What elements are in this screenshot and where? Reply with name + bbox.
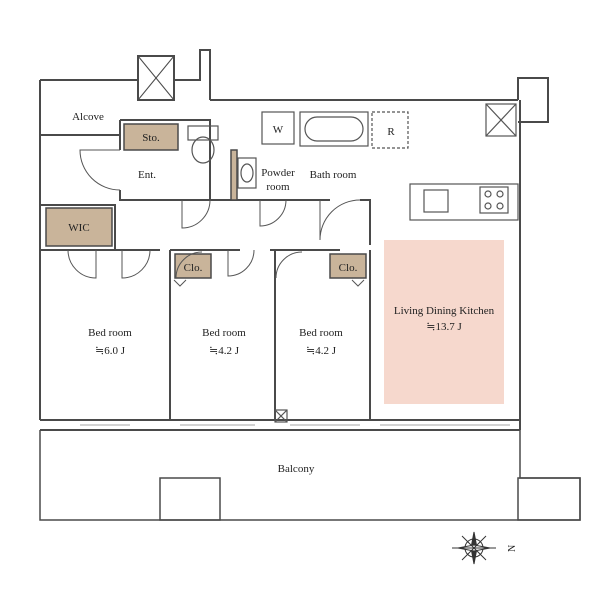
- bathtub-icon: [299, 111, 369, 147]
- closet-2-label: Clo.: [339, 262, 358, 274]
- ldk-fill: [384, 240, 504, 404]
- balcony: [39, 430, 581, 521]
- bedroom2-door2-swing: [227, 249, 255, 277]
- entrance-label: Ent.: [138, 169, 156, 181]
- balcony-outline: [39, 430, 581, 521]
- compass-north-label: N: [507, 545, 518, 552]
- toilet-icon: [187, 125, 219, 164]
- duct-small-icon: [274, 409, 288, 423]
- washer-label: W: [273, 124, 284, 136]
- closet-1-label: Clo.: [184, 262, 203, 274]
- doors: [67, 149, 365, 287]
- bath-room-label: Bath room: [310, 169, 357, 181]
- fixtures: [187, 103, 519, 423]
- powder-room-label-line2: room: [266, 181, 290, 193]
- ldk-area: ≒13.7 J: [426, 321, 462, 333]
- duct-top: [137, 55, 175, 101]
- bedroom2-door-swing: [175, 251, 203, 279]
- balcony-pillar-right: [517, 477, 581, 521]
- duct-right-icon: [485, 103, 517, 137]
- bedroom1-door-swing: [67, 249, 97, 279]
- bed-room-2-area: ≒4.2 J: [209, 345, 240, 357]
- storage-fills: [45, 123, 367, 279]
- powder-room-label-line1: Powder: [261, 167, 295, 179]
- storage-box: [123, 123, 179, 151]
- walls: [39, 49, 549, 431]
- bath-door-swing: [319, 199, 361, 241]
- closet-1-box: [174, 253, 212, 279]
- closet-2-box: [329, 253, 367, 279]
- washer-icon: [261, 111, 295, 145]
- powder-door-swing: [259, 199, 287, 227]
- sink-icon: [237, 157, 257, 189]
- ldk-label: Living Dining Kitchen: [394, 305, 495, 317]
- compass-icon: [452, 531, 496, 565]
- bed-room-2-label: Bed room: [202, 327, 246, 339]
- bed-room-3-area: ≒4.2 J: [306, 345, 337, 357]
- kitchen-counter-icon: [409, 183, 519, 221]
- toilet-door-swing: [181, 199, 211, 229]
- storage-label: Sto.: [142, 132, 160, 144]
- entrance-door-swing: [79, 149, 121, 191]
- labels: Alcove Sto. Ent. W Powder room Bath room…: [68, 111, 494, 475]
- refrigerator-label: R: [387, 126, 395, 138]
- balcony-label: Balcony: [278, 463, 315, 475]
- wic-box: [45, 207, 113, 247]
- bed-room-1-area: ≒6.0 J: [95, 345, 126, 357]
- powder-storage-box: [230, 149, 238, 201]
- bedroom3-door-swing: [275, 251, 303, 279]
- bed-room-3-label: Bed room: [299, 327, 343, 339]
- bedroom1-door2-swing: [121, 249, 151, 279]
- refrigerator-icon: [371, 111, 409, 149]
- bed-room-1-label: Bed room: [88, 327, 132, 339]
- alcove-label: Alcove: [72, 111, 104, 123]
- wic-label: WIC: [68, 222, 89, 234]
- balcony-pillar-left: [159, 477, 221, 521]
